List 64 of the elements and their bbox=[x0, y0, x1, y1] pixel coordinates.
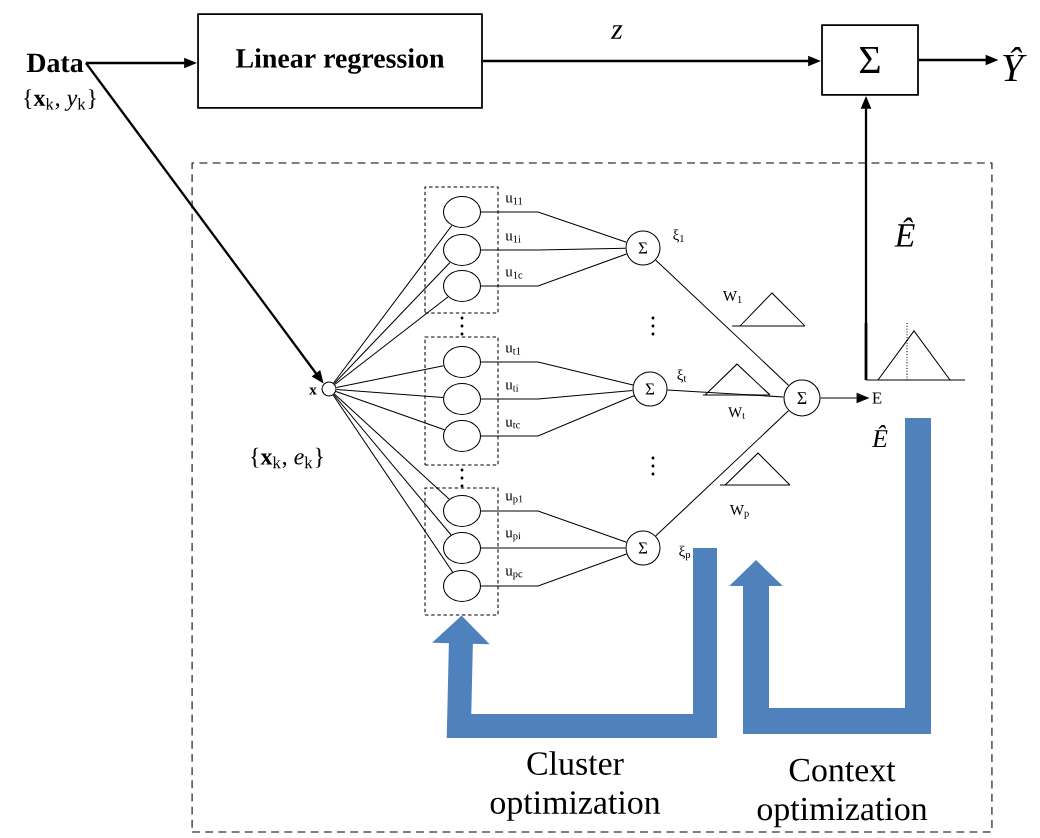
connector bbox=[480, 547, 626, 549]
text-label: Cluster optimization bbox=[490, 751, 661, 821]
edge-label: u$_{pc}$ bbox=[505, 568, 523, 580]
connector bbox=[480, 390, 634, 400]
node-label: ξ$_{p}$ bbox=[679, 545, 691, 561]
connector bbox=[333, 261, 451, 385]
edge-label: u$_{1c}$ bbox=[505, 269, 523, 279]
connector bbox=[480, 361, 634, 386]
edge-label: W$_{p}$ bbox=[729, 505, 749, 519]
connector bbox=[335, 391, 445, 431]
node-label: ξ$_{1}$ bbox=[673, 229, 684, 243]
edge-label: u$_{1i}$ bbox=[505, 233, 521, 243]
connector bbox=[480, 247, 626, 251]
dataset-label: {x$_{k}$, y$_{k}$} bbox=[24, 89, 96, 111]
edge-label: u$_{tc}$ bbox=[505, 419, 520, 429]
connector bbox=[334, 296, 449, 385]
connector bbox=[480, 253, 628, 287]
cluster-box bbox=[424, 186, 499, 314]
membership-plot-drawing bbox=[864, 322, 966, 381]
neuron-ellipse bbox=[443, 269, 482, 303]
neuron-ellipse bbox=[443, 195, 482, 229]
edge-label: W$_{t}$ bbox=[728, 407, 745, 419]
input-label: x bbox=[309, 387, 317, 395]
connector bbox=[480, 211, 627, 243]
neuron-ellipse bbox=[443, 233, 482, 267]
data-label: Data bbox=[26, 53, 84, 73]
edge-label: u$_{ti}$ bbox=[505, 382, 519, 392]
neuron-ellipse bbox=[443, 495, 482, 528]
edge-label: u$_{pi}$ bbox=[505, 530, 521, 542]
neuron-ellipse bbox=[443, 346, 482, 379]
connector bbox=[333, 394, 452, 536]
connector bbox=[335, 365, 445, 389]
connector bbox=[480, 510, 627, 543]
dashed-frame bbox=[191, 162, 993, 833]
dataset-label: {x$_{k}$, e$_{k}$} bbox=[251, 447, 323, 469]
text-label: Ê bbox=[871, 424, 888, 448]
edge-label: W$_{1}$ bbox=[722, 291, 742, 303]
text-label: Context optimization bbox=[757, 758, 928, 828]
connector bbox=[480, 553, 628, 587]
neuron-ellipse bbox=[443, 420, 482, 453]
node-label: ξ$_{t}$ bbox=[677, 369, 687, 383]
neuron-ellipse bbox=[443, 570, 482, 603]
connector bbox=[334, 393, 450, 500]
connector bbox=[655, 259, 790, 386]
edge-label: z bbox=[610, 25, 623, 39]
connector bbox=[655, 410, 790, 537]
connector bbox=[480, 395, 635, 437]
neuron-ellipse bbox=[443, 532, 482, 565]
edge-label: u$_{t1}$ bbox=[505, 345, 521, 355]
connector bbox=[336, 389, 444, 399]
connector bbox=[332, 394, 454, 573]
neuron-ellipse bbox=[443, 383, 482, 416]
sum-box: Σ bbox=[821, 24, 919, 96]
process-box: Linear regression bbox=[197, 13, 483, 109]
cluster-box bbox=[424, 336, 499, 466]
connector bbox=[666, 389, 785, 398]
edge-label: Ê bbox=[894, 217, 915, 247]
feedback-arrow bbox=[432, 548, 717, 738]
edge-label: u$_{p1}$ bbox=[505, 493, 523, 505]
cluster-box bbox=[424, 487, 499, 616]
connector bbox=[333, 225, 453, 384]
output-label: Ŷ bbox=[1003, 46, 1027, 82]
edge-label: u$_{11}$ bbox=[505, 195, 523, 205]
output-label: E bbox=[872, 392, 882, 404]
